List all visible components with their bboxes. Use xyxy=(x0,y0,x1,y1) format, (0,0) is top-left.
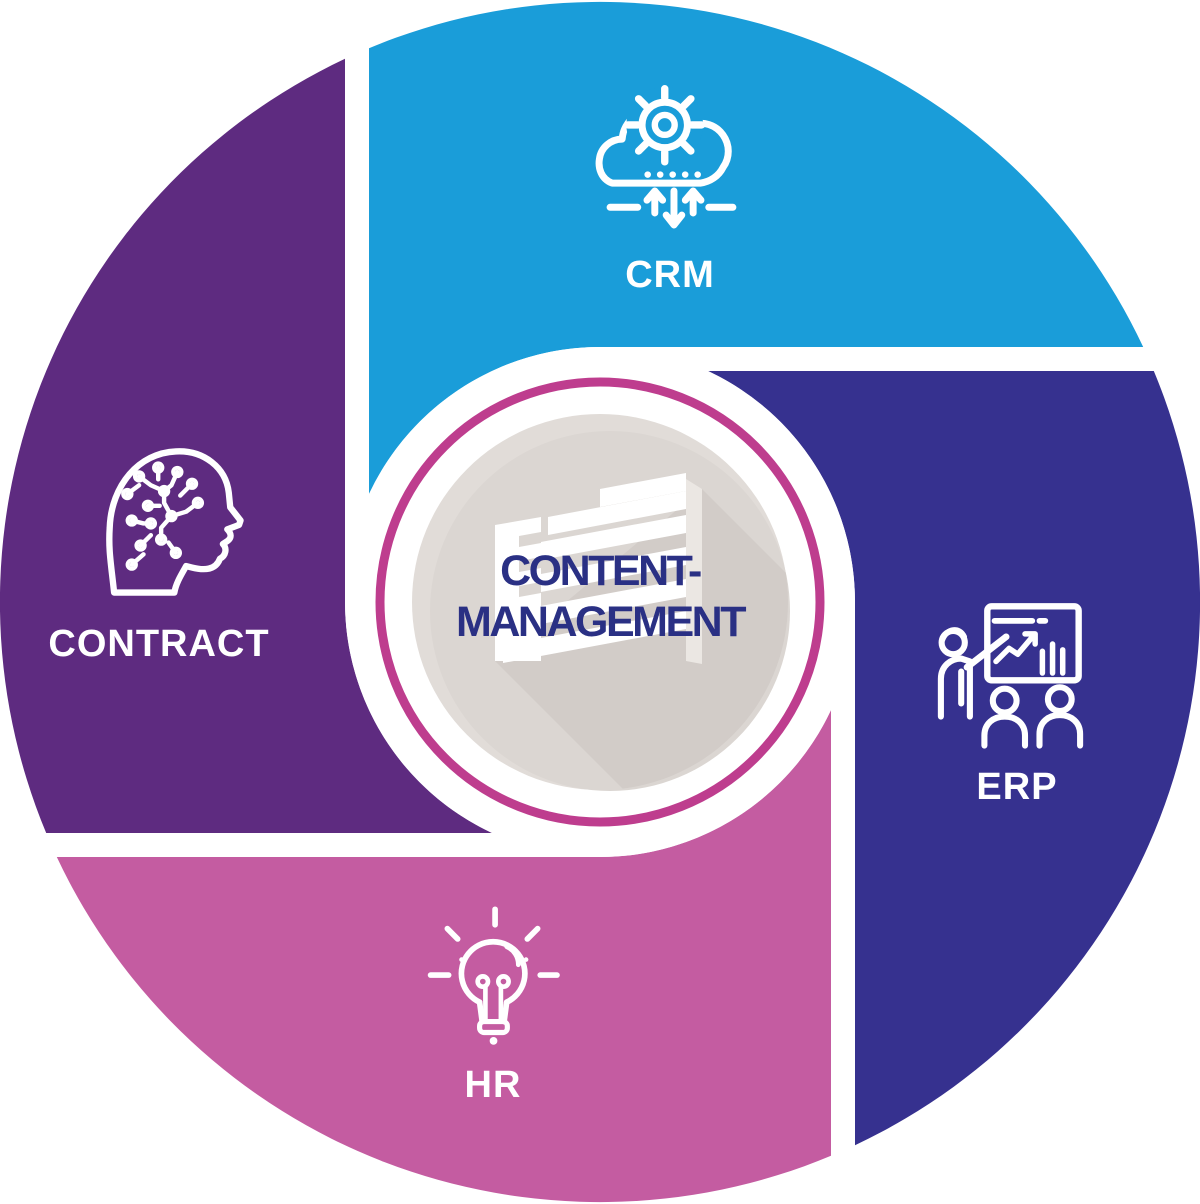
segment-crm-shape xyxy=(369,1,1144,495)
segment-label-crm: CRM xyxy=(625,254,715,296)
sync-arrows xyxy=(606,187,737,229)
center-title-line1: CONTENT- xyxy=(500,547,701,595)
gear-icon xyxy=(624,85,706,166)
bulb-neck xyxy=(476,999,510,1025)
building-slab-1 xyxy=(503,515,686,567)
building-slab-3 xyxy=(503,579,686,631)
segment-contract-shape xyxy=(0,58,492,833)
presenter-arm xyxy=(963,633,1010,671)
screen-line-chart xyxy=(993,631,1038,665)
building-roof-slab xyxy=(600,473,686,507)
segment-label-erp: ERP xyxy=(976,766,1057,808)
tower-window-3 xyxy=(519,582,541,597)
training-presentation-icon xyxy=(937,603,1084,749)
head-profile-outline xyxy=(106,448,244,596)
bulb-tip xyxy=(489,1037,498,1045)
building-slab-2 xyxy=(503,547,686,599)
gear-teeth xyxy=(624,85,706,166)
segment-hr-shape xyxy=(56,710,831,1203)
hub-illustration xyxy=(495,473,788,790)
building-left-tower xyxy=(495,517,541,661)
center-title-line2: MANAGEMENT xyxy=(456,598,746,646)
circuit-nodes xyxy=(121,461,205,571)
tower-window-1 xyxy=(519,532,541,547)
cloud-gear-sync-icon xyxy=(595,85,737,229)
up-arrow-1 xyxy=(643,187,667,217)
building-slab-4 xyxy=(503,611,686,663)
building-right-face xyxy=(686,479,702,664)
segment-erp-shape xyxy=(708,371,1200,1146)
building-top-slab xyxy=(548,491,686,535)
bulb-glass xyxy=(458,938,528,1006)
bulb-highlight xyxy=(504,944,521,968)
center-hub: CONTENT- MANAGEMENT xyxy=(345,347,855,857)
presentation-screen xyxy=(984,603,1082,684)
up-arrow-2 xyxy=(681,187,705,217)
audience-figures xyxy=(981,684,1084,749)
down-arrow xyxy=(662,187,686,229)
presenter-body xyxy=(937,655,973,720)
gear-ring xyxy=(638,98,692,152)
screen-bar-chart xyxy=(1039,641,1066,676)
cloud-dots xyxy=(644,171,701,178)
head-circuit-ai-icon xyxy=(106,448,244,596)
office-building-illustration xyxy=(495,473,702,664)
lightbulb-idea-icon xyxy=(427,906,560,1045)
presenter-cap xyxy=(939,627,968,643)
gear-hole xyxy=(651,111,678,139)
bulb-rays xyxy=(427,906,560,978)
tower-window-2 xyxy=(519,557,541,572)
segment-label-contract: CONTRACT xyxy=(48,623,269,665)
bulb-filament xyxy=(475,944,521,1024)
bulb-base xyxy=(477,1018,510,1036)
segment-label-hr: HR xyxy=(465,1064,522,1106)
